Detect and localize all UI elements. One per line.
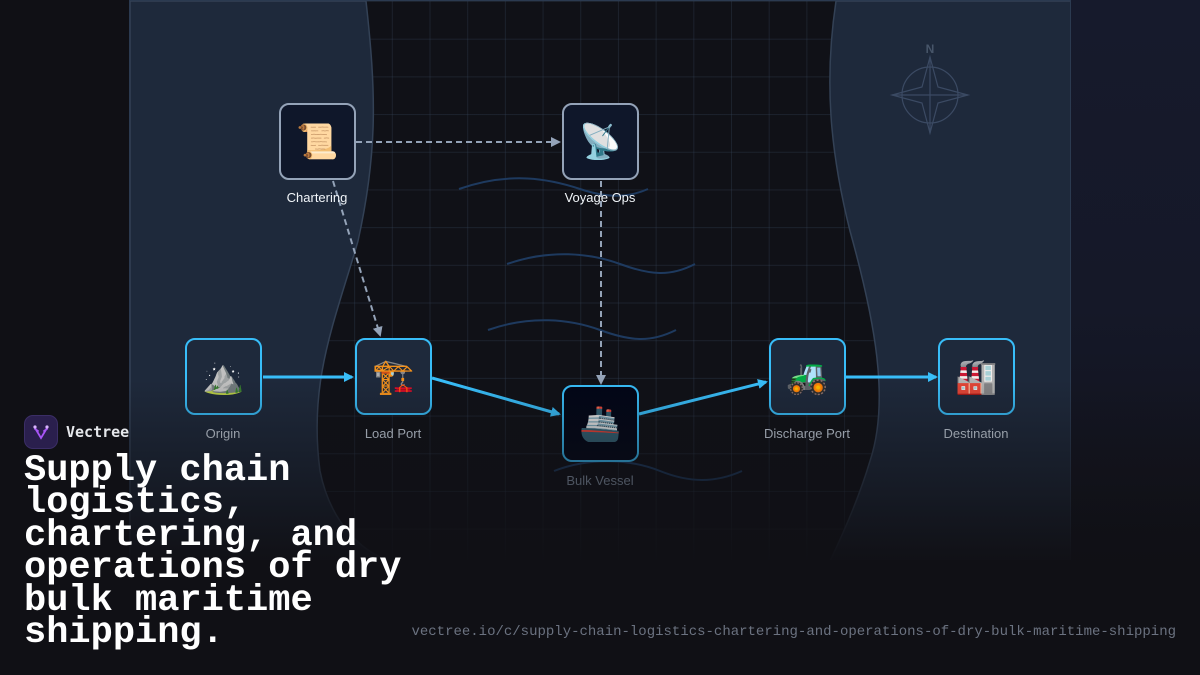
edge-vessel-dischargeport [638,379,768,416]
node-label-bulk-vessel: Bulk Vessel [566,473,634,488]
node-destination[interactable]: 🏭 [938,338,1015,415]
node-label-discharge-port: Discharge Port [764,426,850,441]
compass-north-label: N [926,42,935,56]
page-title: Supply chain logistics, chartering, and … [24,450,402,655]
background-right [1071,0,1200,675]
right-landmass [829,1,1070,560]
mountain-icon: ⛰️ [202,357,245,396]
scroll-icon: 📜 [296,122,339,161]
node-label-chartering: Chartering [286,190,348,205]
brand-name: Vectree [66,423,130,441]
factory-icon: 🏭 [955,357,998,396]
node-origin[interactable]: ⛰️ [185,338,262,415]
crane-icon: 🏗️ [372,357,415,396]
node-chartering[interactable]: 📜 [279,103,356,180]
node-discharge-port[interactable]: 🚜 [769,338,846,415]
edge-chartering-loadport [332,180,383,337]
ship-icon: 🚢 [579,404,622,443]
node-label-load-port: Load Port [364,426,422,441]
brand: Vectree [24,415,129,449]
satellite-antenna-icon: 📡 [579,122,622,161]
edge-loadport-vessel [431,376,561,417]
node-label-voyage-ops: Voyage Ops [564,190,636,205]
node-label-destination: Destination [943,426,1009,441]
node-label-origin: Origin [205,426,241,441]
page-url: vectree.io/c/supply-chain-logistics-char… [411,624,1176,640]
node-bulk-vessel[interactable]: 🚢 [562,385,639,462]
diagram-canvas: N [129,0,1071,560]
vectree-logo-icon [24,415,58,449]
node-voyage-ops[interactable]: 📡 [562,103,639,180]
node-load-port[interactable]: 🏗️ [355,338,432,415]
compass-rose [889,54,971,136]
tractor-icon: 🚜 [786,357,829,396]
